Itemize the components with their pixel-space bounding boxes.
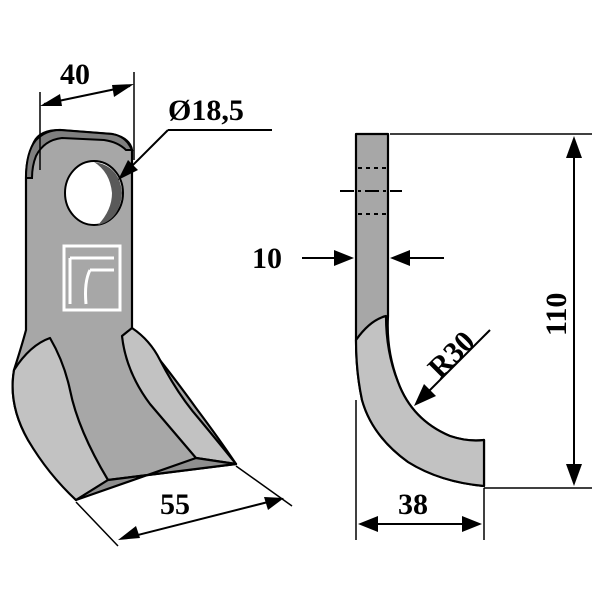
- label-cutting-width: 55: [160, 488, 190, 521]
- blade-wing-left: [11, 336, 110, 502]
- front-view: [11, 128, 238, 502]
- dim-thickness: 10: [252, 242, 444, 275]
- blade-top-edge: [24, 128, 134, 179]
- cutting-bevel: [74, 456, 238, 502]
- side-view: [340, 132, 486, 488]
- dim-bend-radius: R30: [414, 325, 491, 406]
- label-width-top: 40: [60, 58, 90, 91]
- brand-logo: [62, 244, 122, 312]
- hole-inner-shadow: [94, 162, 122, 225]
- dim-height: 110: [390, 133, 592, 489]
- label-thickness: 10: [252, 242, 282, 275]
- blade-wing-right: [120, 326, 238, 466]
- dim-hole-diameter: Ø18,5: [118, 94, 272, 180]
- label-height: 110: [540, 293, 573, 336]
- dim-width-top: 40: [39, 58, 135, 170]
- label-hole-diameter: Ø18,5: [168, 94, 244, 127]
- dim-depth: 38: [355, 400, 485, 540]
- label-depth: 38: [398, 488, 428, 521]
- dim-cutting-width: 55: [75, 465, 293, 547]
- label-bend-radius: R30: [422, 325, 482, 385]
- side-curve-face: [354, 314, 486, 488]
